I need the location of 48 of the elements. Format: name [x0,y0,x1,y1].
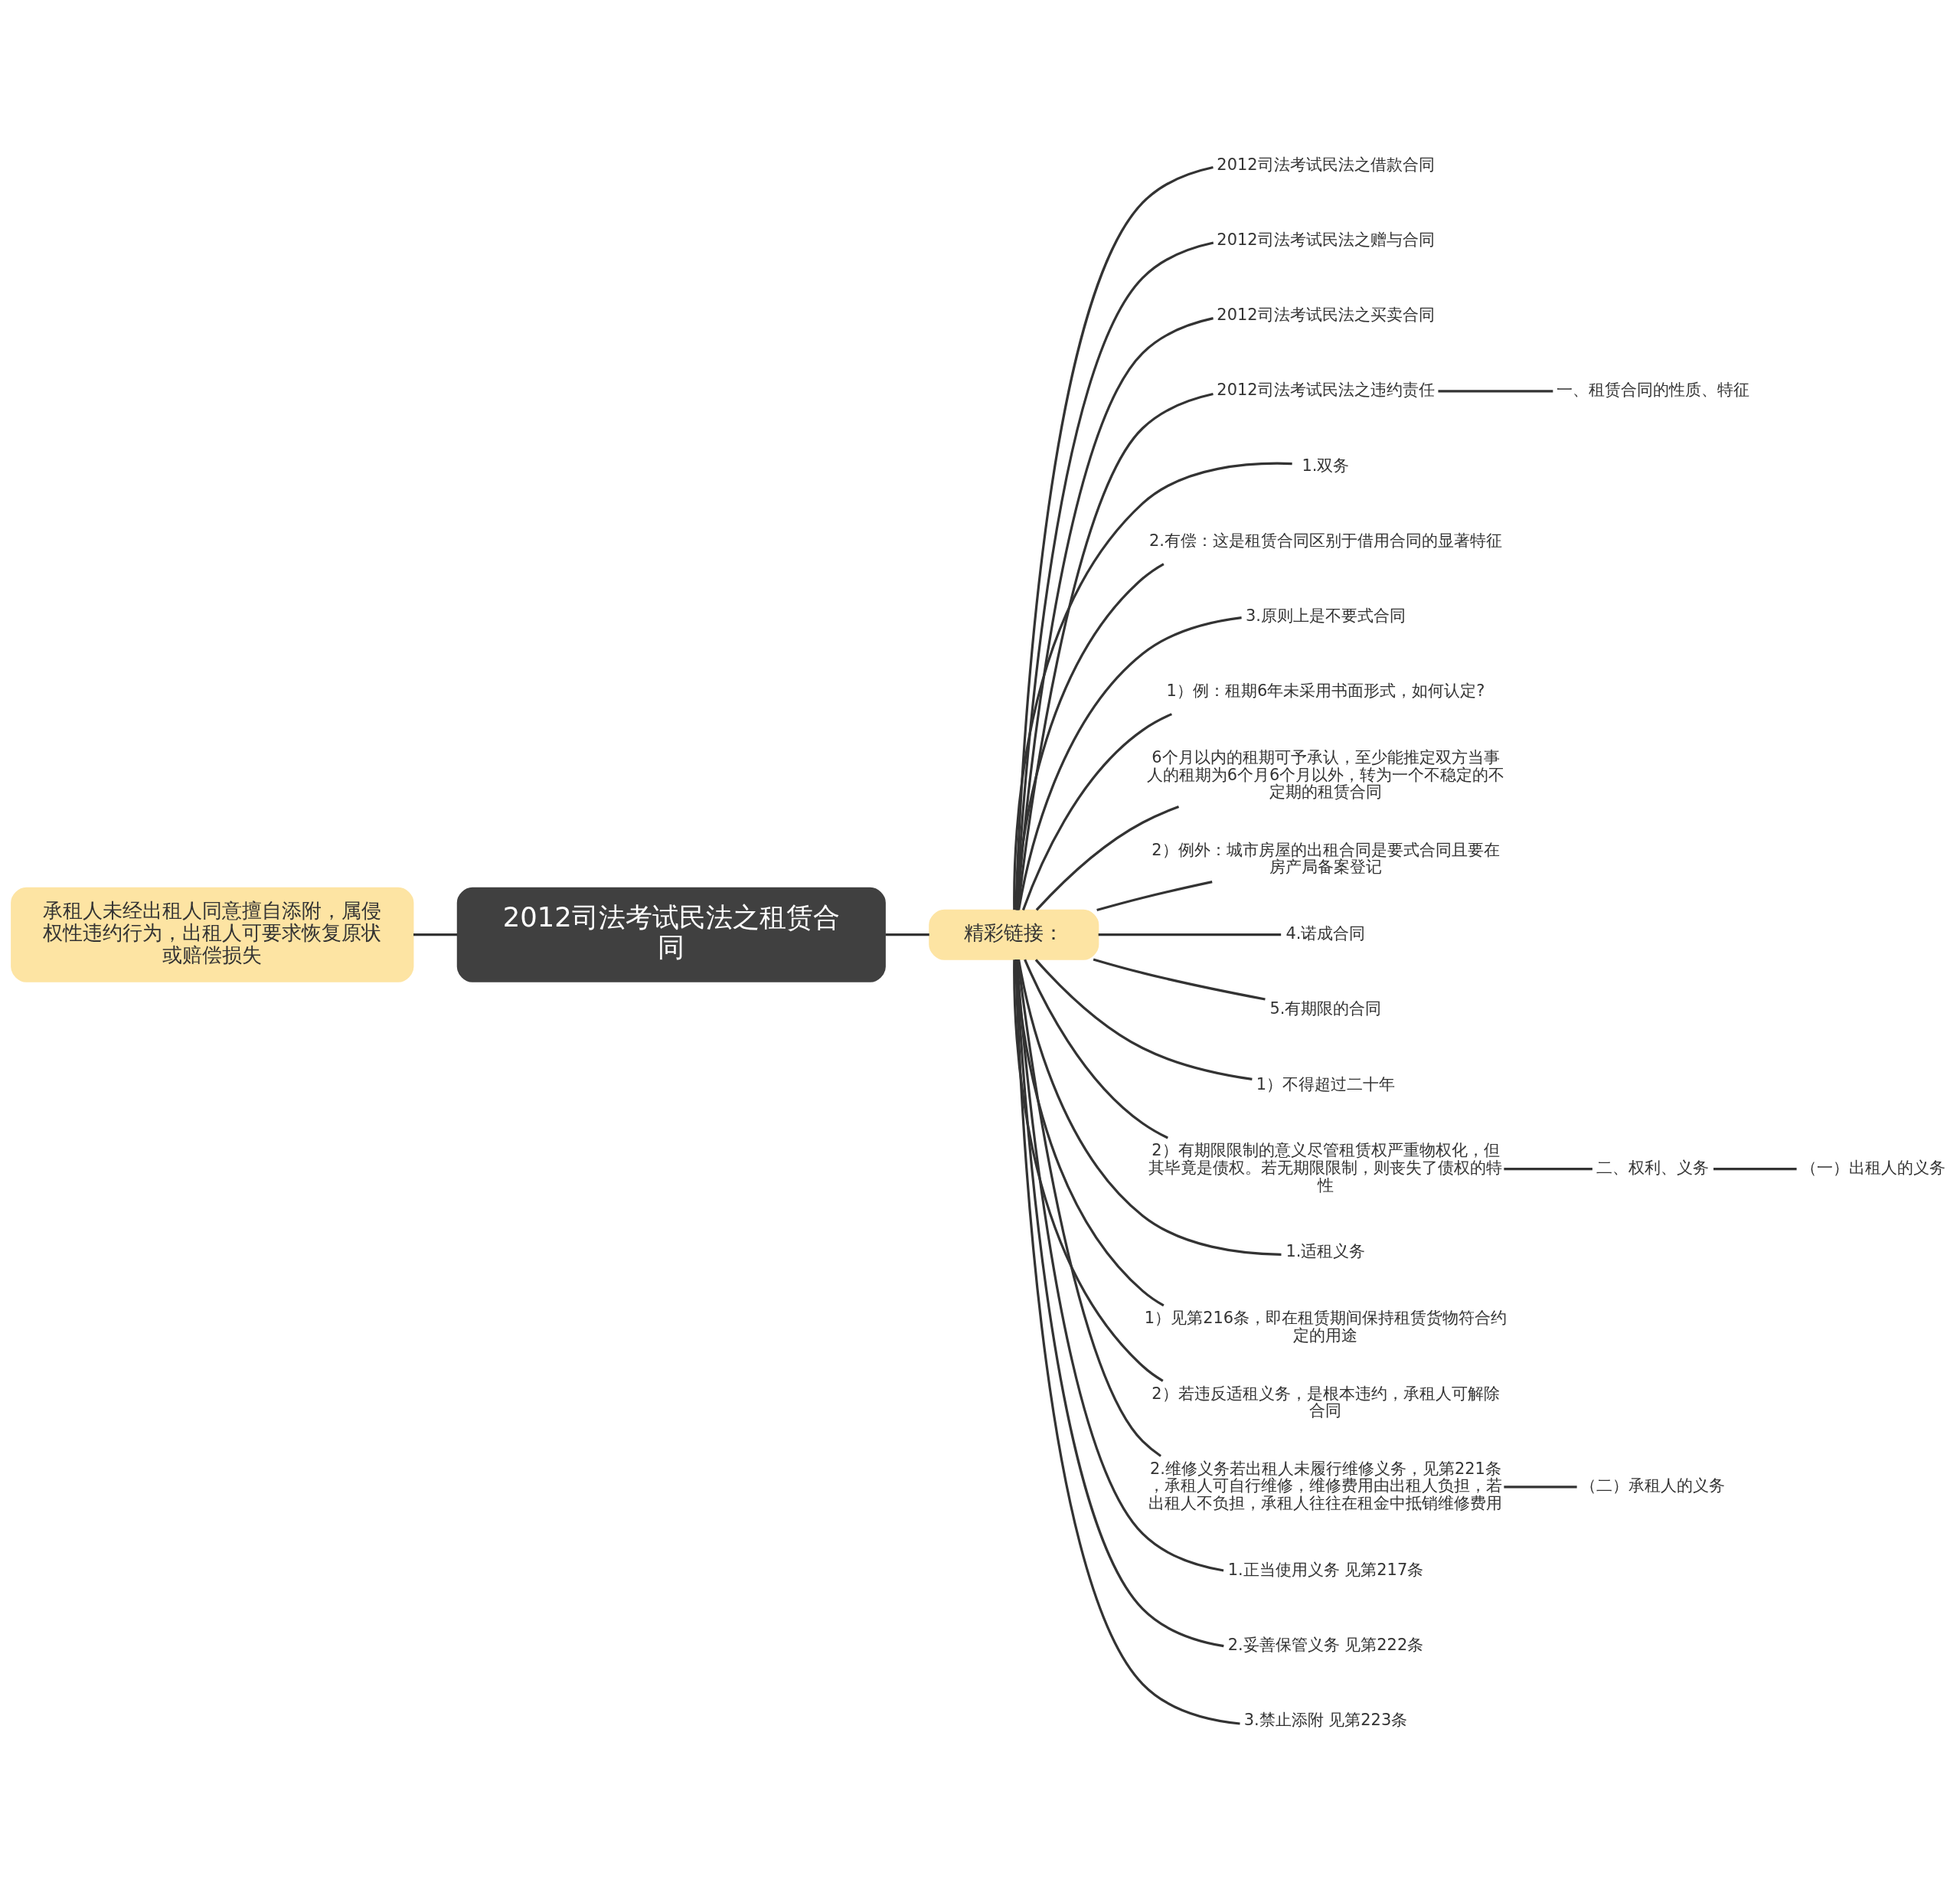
connector [1504,1167,1592,1170]
node-text: 2.妥善保管义务 见第222条 [1227,1635,1424,1654]
node-text: 1.双务 [1302,456,1350,475]
node-box: 承租人未经出租人同意擅自添附，属侵权性违约行为，出租人可要求恢复原状或赔偿损失 [11,887,414,982]
node-text: 2012司法考试民法之赠与合同 [1217,230,1435,249]
node-text: 1）不得超过二十年 [1256,1074,1396,1093]
node-text: 2）有期限限制的意义尽管租赁权严重物权化，但其毕竟是债权。若无期限限制，则丧失了债权的特性 [1148,1140,1503,1195]
node-text: 2012司法考试民法之买卖合同 [1217,305,1435,324]
node-text: 二、权利、义务 [1596,1158,1710,1177]
node-text: （一）出租人的义务 [1800,1158,1945,1177]
node-text: 2012司法考试民法之借款合同 [1217,155,1435,174]
node-text: 2）若违反适租义务，是根本违约，承租人可解除合同 [1152,1384,1500,1420]
node-text: 5.有期限的合同 [1269,999,1382,1018]
connector [1021,712,1173,910]
connector [1438,389,1553,393]
node-text: 3.原则上是不要式合同 [1245,606,1406,625]
node-text: 1.适租义务 [1285,1241,1366,1260]
connector [885,933,929,936]
connector [1017,959,1162,1457]
node-text: 1）例：租期6年未采用书面形式，如何认定? [1166,681,1485,700]
node-text: 2012司法考试民法之违约责任 [1217,380,1435,399]
node-box: 精彩链接： [929,909,1099,960]
node-text: 4.诺成合同 [1285,923,1366,943]
connector [1014,959,1240,1725]
node-box: 2012司法考试民法之租赁合同 [456,887,886,982]
connector [413,933,458,936]
connector [1014,562,1165,910]
connector [1024,958,1168,1139]
connector [1504,1485,1577,1488]
connector [1096,880,1213,911]
node-text: 一、租赁合同的性质、特征 [1556,380,1749,399]
connector [1034,958,1253,1080]
connector [1093,957,1266,1001]
node-text: 2）例外：城市房屋的出租合同是要式合同且要在房产局备案登记 [1152,840,1500,876]
node-text: 6个月以内的租期可予承认，至少能推定双方当事人的租期为6个月6个月以外，转为一个不稳定的不定期的租赁合同 [1146,747,1505,801]
node-text: 3.禁止添附 见第223条 [1243,1710,1408,1729]
node-text: 2.有偿：这是租赁合同区别于借用合同的显著特征 [1148,531,1502,550]
connector [1098,933,1282,936]
connector [1013,462,1292,910]
node-text: （二）承租人的义务 [1580,1476,1726,1495]
node-text: 1）见第216条，即在租赁期间保持租赁货物符合约定的用途 [1144,1308,1508,1345]
node-text: 1.正当使用义务 见第217条 [1227,1560,1424,1579]
node-text: 2.维修义务若出租人未履行维修义务，见第221条，承租人可自行维修，维修费用由出租人负担，若出租人不负担，承租人往往在租金中抵销维修费用 [1148,1459,1503,1512]
connector [1013,959,1164,1382]
connector [1018,616,1242,910]
connector [1035,805,1180,910]
connector [1018,959,1282,1256]
connector [1713,1167,1797,1170]
